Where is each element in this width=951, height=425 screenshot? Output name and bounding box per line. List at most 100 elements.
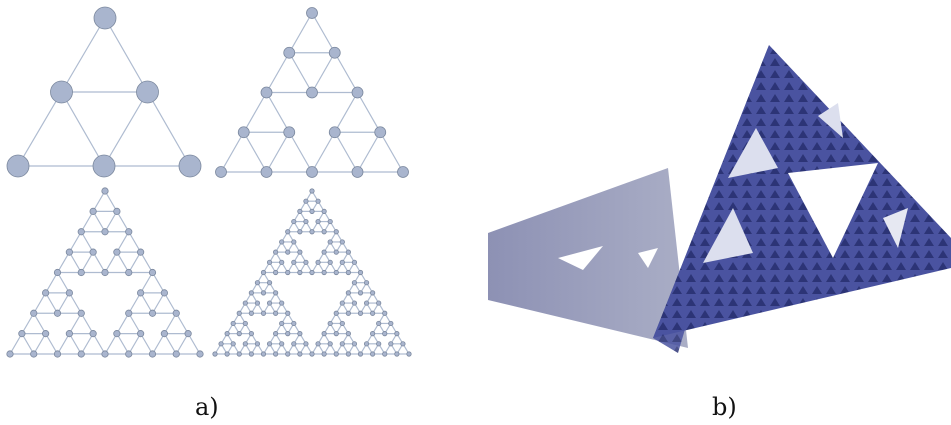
graph-node <box>255 280 259 284</box>
graph-node <box>7 155 29 177</box>
graph-node <box>316 260 320 264</box>
graph-node <box>225 352 229 356</box>
graph-node <box>261 311 265 315</box>
graph-node <box>358 352 362 356</box>
graph-node <box>66 290 72 296</box>
graph-node <box>261 291 265 295</box>
graph-node <box>231 342 235 346</box>
graph-node <box>286 331 290 335</box>
graph-edge <box>289 13 312 53</box>
graph-node <box>267 280 271 284</box>
graph-node <box>249 291 253 295</box>
graph-node <box>237 352 241 356</box>
graph-node <box>54 310 60 316</box>
graph-node <box>328 342 332 346</box>
sierpinski-graph-level-4 <box>213 189 411 356</box>
graph-node <box>316 342 320 346</box>
graph-node <box>383 311 387 315</box>
graph-node <box>19 330 25 336</box>
graph-node <box>286 250 290 254</box>
graph-node <box>66 330 72 336</box>
graph-node <box>334 311 338 315</box>
graph-node <box>102 188 108 194</box>
sierpinski-graph-level-1 <box>7 7 201 177</box>
graph-node <box>94 7 116 29</box>
graph-node <box>370 291 374 295</box>
graph-node <box>243 321 247 325</box>
graph-edge <box>244 132 267 172</box>
graph-node <box>197 351 203 357</box>
sierpinski-graph-panel <box>0 0 420 380</box>
graph-node <box>173 310 179 316</box>
graph-node <box>304 219 308 223</box>
graph-node <box>352 301 356 305</box>
graph-node <box>375 127 386 138</box>
graph-node <box>114 249 120 255</box>
graph-node <box>243 301 247 305</box>
graph-node <box>238 127 249 138</box>
graph-node <box>137 330 143 336</box>
graph-node <box>298 230 302 234</box>
sierpinski-pyramid-render <box>488 8 951 360</box>
graph-edge <box>358 132 381 172</box>
graph-node <box>352 167 363 178</box>
graph-node <box>261 352 265 356</box>
graph-node <box>267 342 271 346</box>
graph-node <box>126 229 132 235</box>
graph-node <box>249 352 253 356</box>
sierpinski-graph-level-2 <box>216 8 409 178</box>
graph-node <box>237 331 241 335</box>
graph-node <box>114 208 120 214</box>
graph-node <box>364 280 368 284</box>
graph-node <box>328 219 332 223</box>
graph-edge <box>380 132 403 172</box>
graph-node <box>395 352 399 356</box>
graph-node <box>310 352 314 356</box>
graph-node <box>78 351 84 357</box>
graph-edge <box>148 92 191 166</box>
graph-node <box>346 270 350 274</box>
graph-node <box>376 321 380 325</box>
graph-node <box>273 331 277 335</box>
graph-node <box>322 250 326 254</box>
graph-node <box>31 351 37 357</box>
graph-node <box>292 321 296 325</box>
graph-edge <box>358 93 381 133</box>
graph-node <box>286 352 290 356</box>
graph-node <box>364 301 368 305</box>
graph-node <box>292 240 296 244</box>
graph-node <box>102 269 108 275</box>
graph-node <box>376 301 380 305</box>
graph-node <box>286 311 290 315</box>
graph-node <box>90 249 96 255</box>
graph-node <box>54 351 60 357</box>
graph-node <box>292 260 296 264</box>
graph-node <box>334 352 338 356</box>
graph-node <box>322 352 326 356</box>
graph-node <box>273 250 277 254</box>
graph-node <box>54 269 60 275</box>
graph-node <box>284 127 295 138</box>
graph-node <box>322 331 326 335</box>
graph-node <box>322 209 326 213</box>
graph-node <box>358 270 362 274</box>
graph-node <box>219 342 223 346</box>
graph-node <box>216 167 227 178</box>
graph-node <box>298 352 302 356</box>
graph-node <box>78 269 84 275</box>
graph-node <box>279 301 283 305</box>
graph-node <box>261 167 272 178</box>
graph-node <box>304 199 308 203</box>
graph-node <box>346 311 350 315</box>
graph-node <box>78 310 84 316</box>
graph-node <box>161 290 167 296</box>
graph-node <box>298 209 302 213</box>
graph-edge <box>104 92 148 166</box>
graph-node <box>292 342 296 346</box>
graph-node <box>364 342 368 346</box>
graph-node <box>298 250 302 254</box>
graph-node <box>255 342 259 346</box>
graph-node <box>179 155 201 177</box>
graph-node <box>307 8 318 19</box>
graph-edge <box>267 93 290 133</box>
